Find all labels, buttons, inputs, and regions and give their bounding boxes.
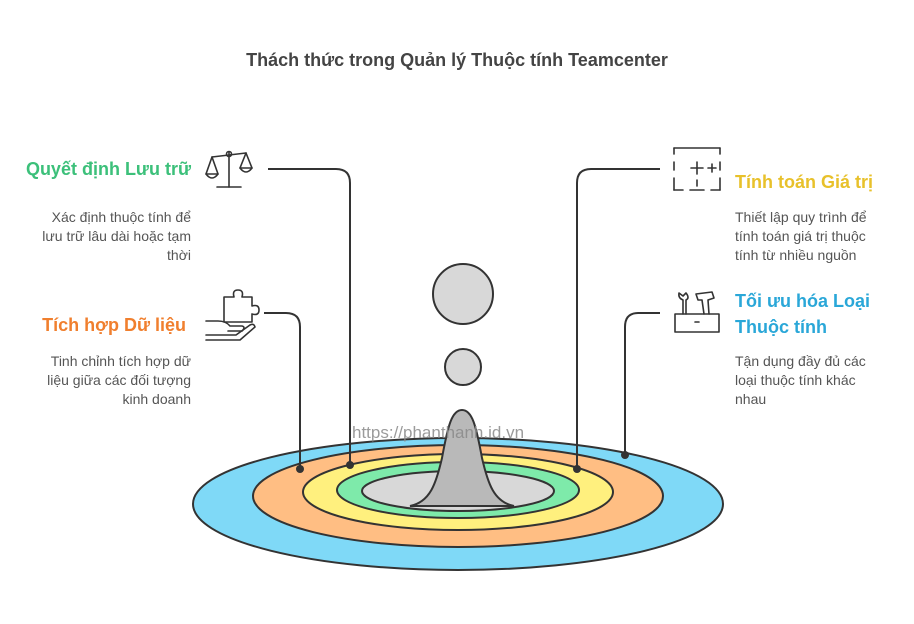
toolbox-icon (674, 291, 720, 333)
droplet-small (444, 348, 482, 386)
label-storage: Quyết định Lưu trữ (25, 159, 191, 179)
desc-integration: Tinh chỉnh tích hợp dữ liệu giữa các đối… (47, 353, 191, 407)
calculator-icon (673, 147, 721, 191)
label-optimization: Tối ưu hóa Loại Thuộc tính (735, 291, 871, 337)
page-title: Thách thức trong Quản lý Thuộc tính Team… (246, 50, 668, 70)
puzzle-hand-icon (205, 289, 260, 341)
balance-scale-icon (205, 150, 253, 188)
label-integration: Tích hợp Dữ liệu (42, 315, 186, 335)
label-calculation: Tính toán Giá trị (735, 172, 873, 192)
connector-calculation (576, 168, 660, 469)
connector-storage (268, 168, 351, 465)
droplet-large (432, 263, 494, 325)
splash-peak (409, 408, 515, 507)
desc-optimization: Tận dụng đầy đủ các loại thuộc tính khác… (735, 353, 866, 407)
desc-storage: Xác định thuộc tính để lưu trữ lâu dài h… (42, 209, 191, 263)
connector-optimization (624, 312, 660, 455)
watermark: https://phanthanh.id.vn (352, 423, 525, 442)
connector-integration (264, 312, 301, 469)
desc-calculation: Thiết lập quy trình để tính toán giá trị… (735, 209, 867, 263)
